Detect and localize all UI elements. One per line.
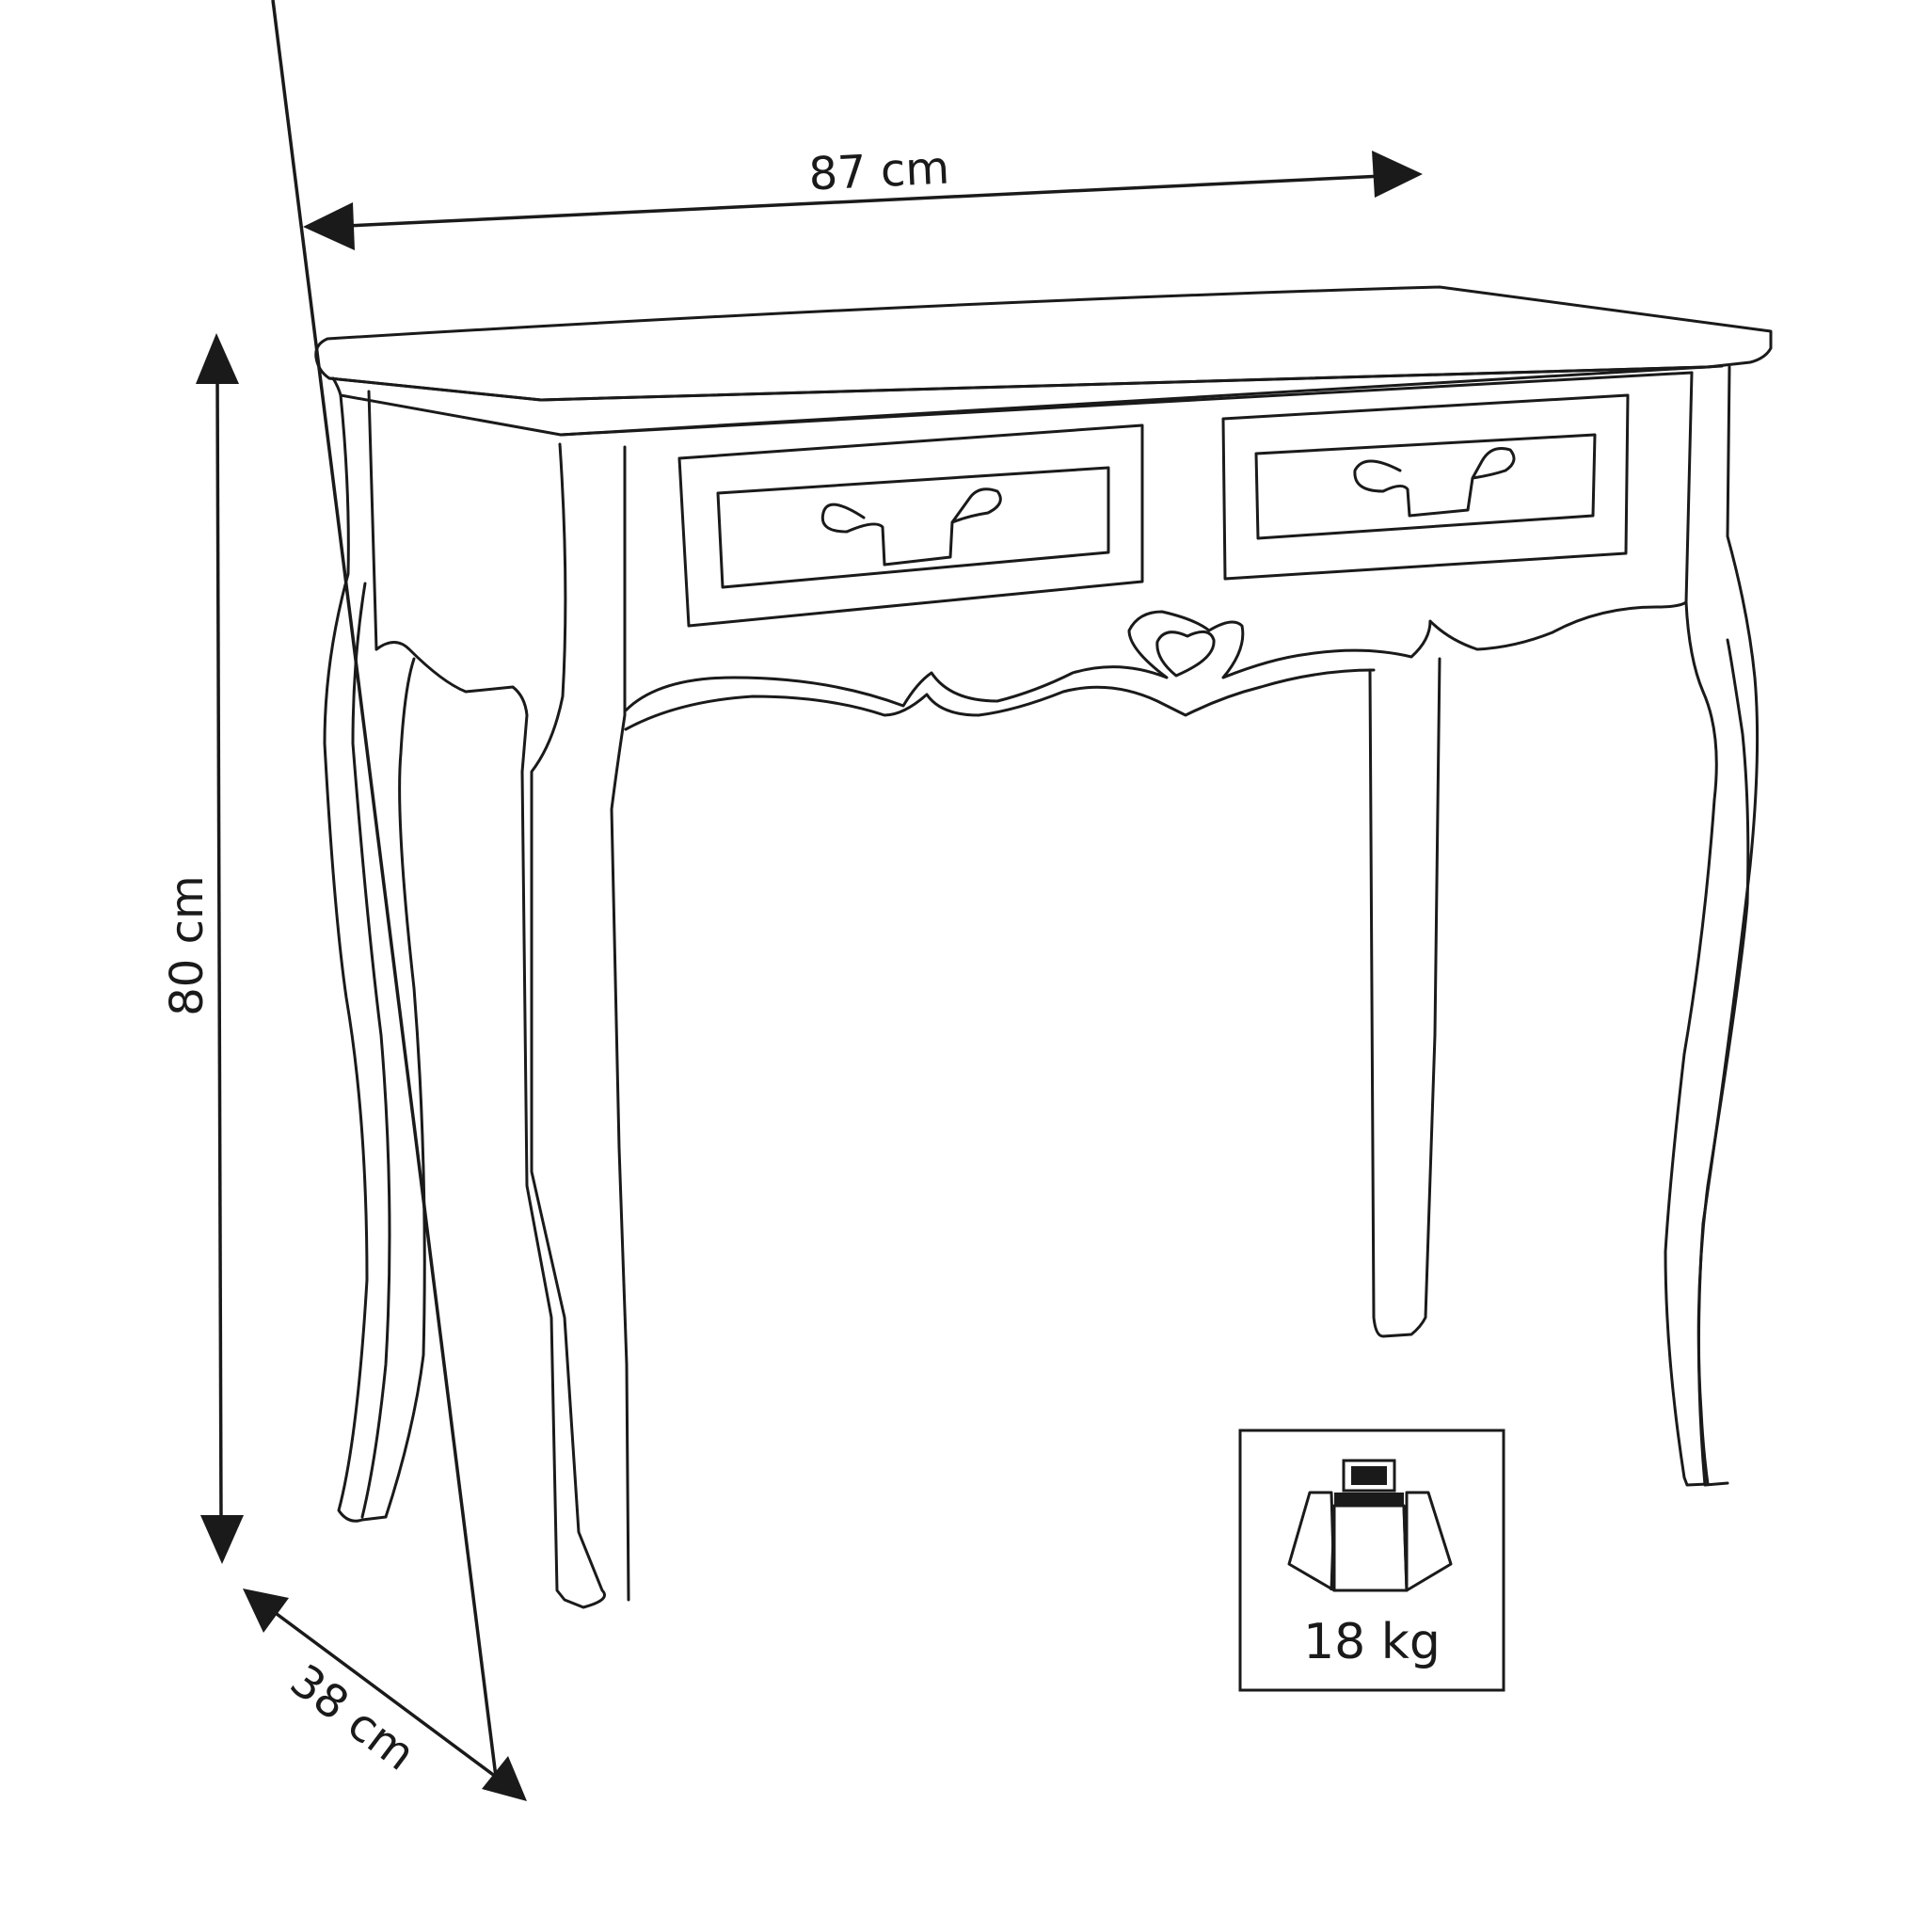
leg-back-left: [323, 393, 426, 1523]
console-table-drawing: [314, 285, 1773, 1609]
weight-box: 18 kg: [1238, 1429, 1505, 1692]
weight-scale-icon: [1287, 1459, 1453, 1592]
weight-label: 18 kg: [1303, 1614, 1441, 1670]
depth-dimension-line: [271, 0, 498, 1778]
width-arrow-left: [303, 202, 355, 250]
height-dimension-line: [215, 375, 223, 1525]
leg-front-left: [520, 442, 606, 1609]
depth-arrow-top: [243, 1589, 289, 1633]
width-dimension-line: [345, 174, 1384, 228]
left-drawer-handle: [820, 487, 1002, 567]
width-dimension: 87 cm: [303, 142, 1423, 250]
leg-front-right: [1664, 600, 1750, 1487]
tabletop: [314, 285, 1773, 402]
width-label: 87 cm: [807, 142, 950, 201]
right-drawer: [1221, 393, 1630, 581]
depth-dimension: 38 cm: [243, 0, 527, 1801]
leg-back-right: [1368, 657, 1441, 1338]
apron-carving: [624, 600, 1688, 712]
height-arrow-bottom: [200, 1515, 244, 1564]
height-label: 80 cm: [161, 875, 214, 1015]
left-drawer: [677, 423, 1144, 628]
height-arrow-top: [196, 333, 239, 384]
depth-label: 38 cm: [280, 1654, 424, 1781]
depth-arrow-bottom: [482, 1756, 527, 1801]
height-dimension: 80 cm: [161, 333, 244, 1564]
heart-carving: [1155, 630, 1216, 678]
right-drawer-handle: [1353, 447, 1516, 518]
width-arrow-right: [1372, 151, 1423, 198]
